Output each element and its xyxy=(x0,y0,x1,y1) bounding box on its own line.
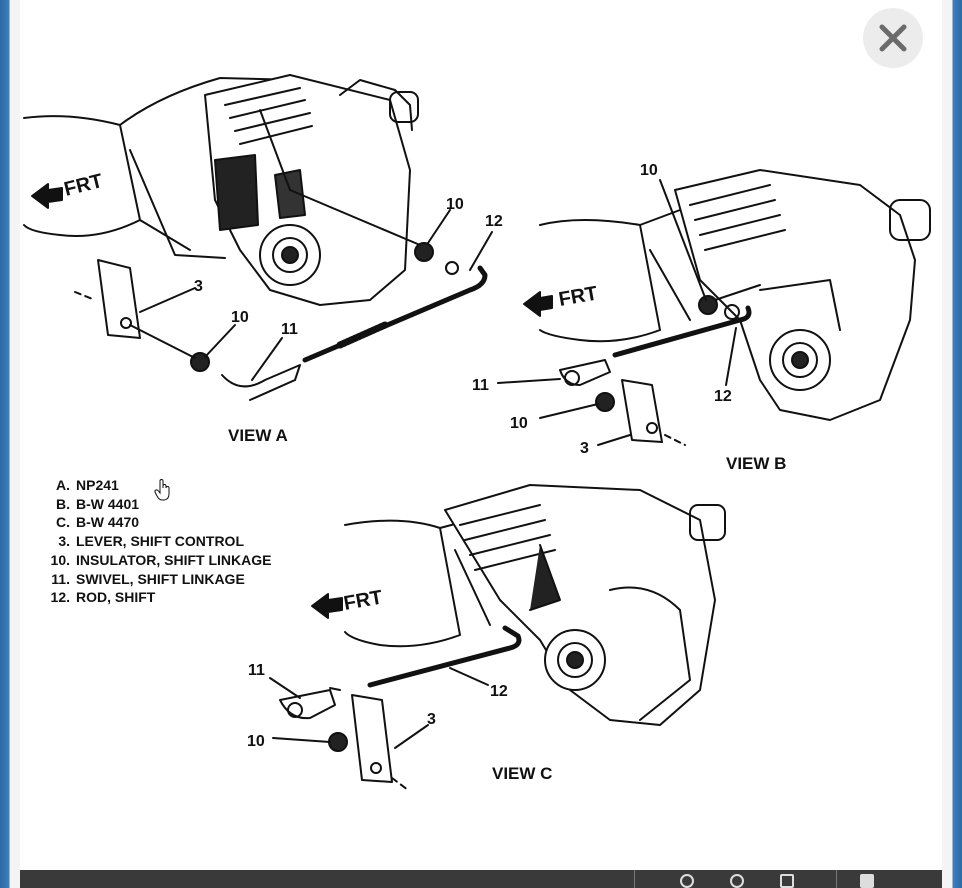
callout-a-10-upper: 10 xyxy=(446,196,464,213)
shift-linkage-diagram: FRT 3 10 11 10 12 VIEW A FRT 10 11 10 3 … xyxy=(23,74,931,791)
callout-a-3: 3 xyxy=(194,278,203,295)
legend-item: A.NP241 xyxy=(56,477,119,493)
parts-legend: A.NP241 B.B-W 4401 C.B-W 4470 3.LEVER, S… xyxy=(46,476,272,607)
fit-icon[interactable] xyxy=(780,874,794,888)
zoom-in-icon[interactable] xyxy=(730,874,744,888)
close-button[interactable] xyxy=(863,8,923,68)
callout-a-11: 11 xyxy=(281,321,298,338)
callout-b-10-upper: 10 xyxy=(640,162,658,179)
frt-arrow-c-icon xyxy=(311,593,343,619)
legend-item: 12.ROD, SHIFT xyxy=(50,589,156,606)
view-a-illustration xyxy=(23,74,488,401)
close-icon xyxy=(879,24,907,52)
callout-c-3: 3 xyxy=(427,711,436,728)
frt-arrow-b-icon xyxy=(523,291,553,317)
frt-label-a: FRT xyxy=(62,170,105,201)
callout-a-10-lower: 10 xyxy=(231,309,249,326)
view-b-title: VIEW B xyxy=(726,454,786,473)
legend-item: 3.LEVER, SHIFT CONTROL xyxy=(58,533,244,550)
callout-b-10-lower: 10 xyxy=(510,415,528,432)
toolbar-divider xyxy=(836,870,837,888)
view-a-title: VIEW A xyxy=(228,426,288,445)
hand-cursor-icon xyxy=(154,478,172,506)
callout-b-3: 3 xyxy=(580,440,589,457)
legend-item: 10.INSULATOR, SHIFT LINKAGE xyxy=(50,551,272,568)
frt-label-c: FRT xyxy=(342,587,384,615)
legend-item: C.B-W 4470 xyxy=(56,514,140,531)
zoom-out-icon[interactable] xyxy=(680,874,694,888)
callout-b-11: 11 xyxy=(472,377,489,394)
viewer-toolbar xyxy=(20,870,942,888)
callout-a-12: 12 xyxy=(485,213,503,230)
callout-c-10: 10 xyxy=(247,733,265,750)
callout-b-12: 12 xyxy=(714,388,732,405)
view-c-title: VIEW C xyxy=(492,764,552,783)
diagram-sheet xyxy=(20,0,942,870)
fullscreen-icon[interactable] xyxy=(860,874,874,888)
view-b-illustration xyxy=(539,169,931,446)
legend-item: 11.SWIVEL, SHIFT LINKAGE xyxy=(51,570,245,587)
frt-arrow-a-icon xyxy=(31,183,63,209)
legend-item: B.B-W 4401 xyxy=(56,495,140,512)
toolbar-divider xyxy=(634,870,635,888)
frt-label-b: FRT xyxy=(557,283,599,311)
callout-c-12: 12 xyxy=(490,683,508,700)
callout-c-11: 11 xyxy=(248,662,265,679)
view-c-illustration xyxy=(279,484,726,791)
